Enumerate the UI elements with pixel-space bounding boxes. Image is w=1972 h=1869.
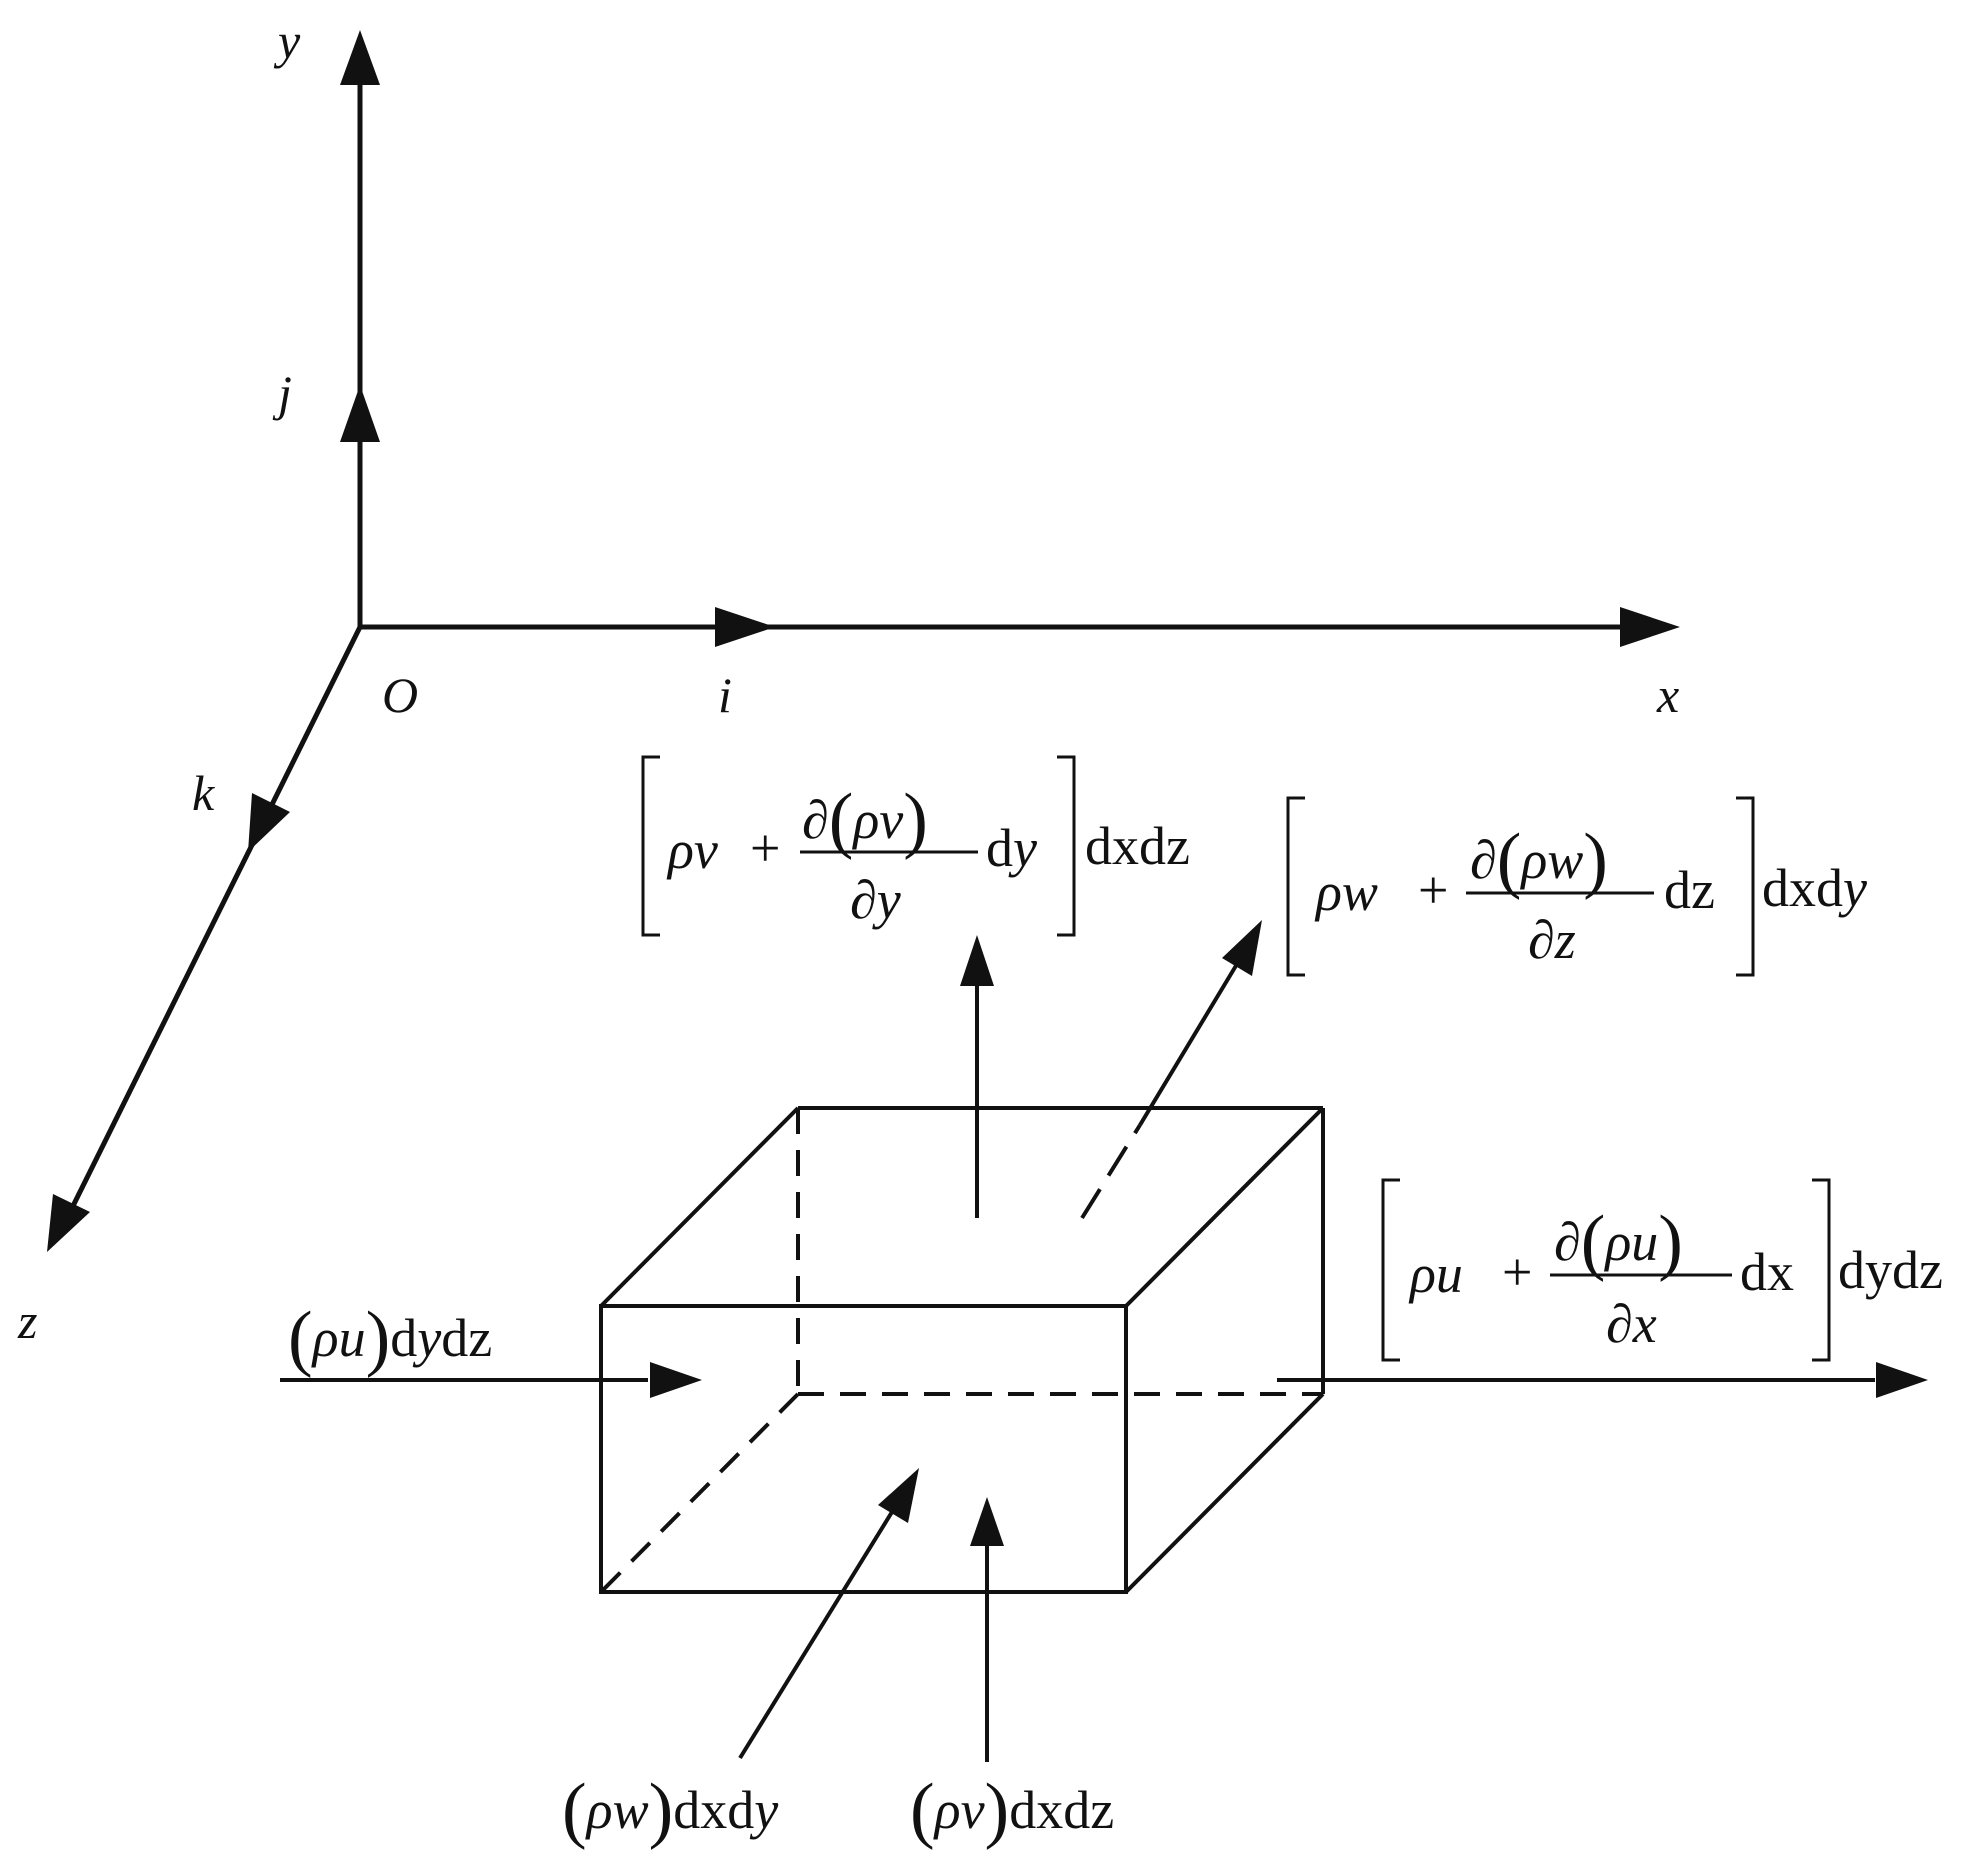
j-unit-arrowhead: [340, 385, 380, 442]
i-label: i: [718, 667, 732, 723]
back-flux-area-term: dxdy: [1762, 858, 1867, 918]
inflow-u-arrowhead: [650, 1362, 702, 1398]
back-flux-left-bracket: [1286, 796, 1305, 977]
top-flux-right-bracket: [1057, 755, 1076, 937]
right-flux-right-bracket: [1812, 1178, 1831, 1362]
back-flux-base-term: ρw: [1314, 862, 1378, 922]
right-bottom-edge: [1124, 1392, 1325, 1594]
z-axis-arrowhead: [47, 1194, 90, 1252]
bottom-v-inflow-label: (ρv)dxdz: [910, 1769, 1114, 1851]
right-flux-differential: dx: [1740, 1242, 1794, 1302]
coordinate-axes: [47, 30, 1680, 1252]
control-volume-box: [599, 1106, 1325, 1594]
x-axis-arrowhead: [1620, 607, 1680, 647]
inflow-w-arrowhead: [878, 1468, 919, 1523]
front-face: [599, 1304, 1128, 1594]
top-flux-plus: +: [750, 818, 780, 878]
top-flux-area-term: dxdz: [1085, 816, 1190, 876]
j-label: j: [272, 365, 292, 421]
k-label: k: [192, 765, 215, 821]
right-flux-denominator: ∂x: [1606, 1294, 1657, 1354]
axis-labels: y j O i x k z: [17, 13, 1679, 1349]
top-flux-differential: dy: [986, 818, 1037, 878]
z-axis-label: z: [17, 1293, 37, 1349]
left-inflow-label: (ρu)dydz: [288, 1297, 492, 1379]
right-flux-area-term: dydz: [1838, 1240, 1943, 1300]
back-flux-denominator: ∂z: [1528, 910, 1576, 970]
right-flux-numerator: ∂(ρu): [1554, 1201, 1683, 1283]
right-flux-left-bracket: [1381, 1178, 1400, 1362]
back-flux-plus: +: [1418, 860, 1448, 920]
top-flux-numerator: ∂(ρv): [802, 779, 928, 861]
y-axis-arrowhead: [340, 30, 380, 85]
z-axis: [69, 625, 363, 1210]
back-flux-differential: dz: [1664, 860, 1715, 920]
top-left-edge: [599, 1106, 800, 1308]
outflow-w-dashed-line: [1080, 1123, 1142, 1220]
back-flux-numerator: ∂(ρw): [1470, 819, 1608, 901]
top-flux-denominator: ∂y: [850, 870, 901, 930]
y-axis-label: y: [273, 13, 301, 69]
top-right-edge: [1124, 1106, 1325, 1308]
right-flux-label: ρu + ∂(ρu) ∂x dx dydz: [1381, 1178, 1943, 1362]
outflow-v-arrowhead: [960, 935, 994, 986]
hidden-bottom-left-edge: [599, 1392, 800, 1594]
outflow-w-arrowhead: [1222, 920, 1262, 976]
origin-label: O: [382, 667, 418, 723]
back-flux-label: ρw + ∂(ρw) ∂z dz dxdy: [1286, 796, 1867, 977]
inflow-w-arrow-line: [738, 1510, 894, 1760]
top-flux-left-bracket: [641, 755, 660, 937]
right-flux-base-term: ρu: [1408, 1244, 1463, 1304]
i-unit-arrowhead: [715, 607, 775, 647]
x-axis-label: x: [1656, 667, 1679, 723]
outflow-w-arrow-line: [1138, 962, 1239, 1127]
k-unit-arrowhead: [248, 793, 290, 852]
outflow-u-arrowhead: [1876, 1362, 1928, 1398]
top-flux-label: ρv + ∂(ρv) ∂y dy dxdz: [641, 755, 1190, 937]
inflow-v-arrowhead: [970, 1497, 1004, 1546]
right-flux-plus: +: [1502, 1242, 1532, 1302]
top-flux-base-term: ρv: [666, 820, 718, 880]
bottom-w-inflow-label: (ρw)dxdy: [562, 1769, 778, 1851]
back-flux-right-bracket: [1736, 796, 1755, 977]
flux-arrows: [280, 920, 1928, 1762]
